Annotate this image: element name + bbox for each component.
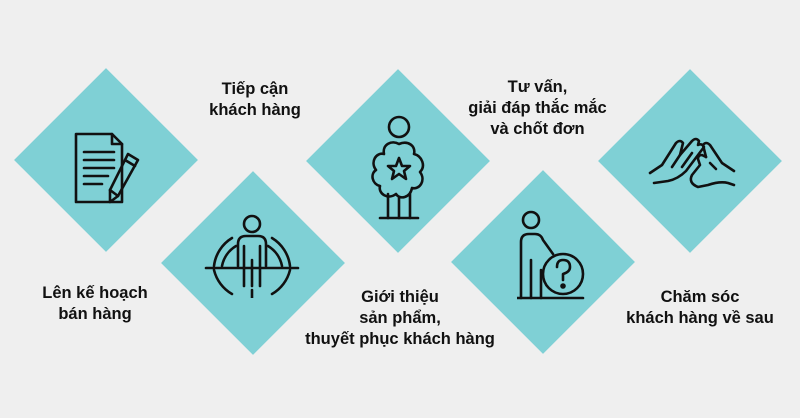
step-5-label-line-1: Chăm sóc: [660, 288, 740, 306]
step-3-label-line-1: Giới thiệu: [361, 288, 439, 306]
target-person-icon: [202, 214, 302, 298]
step-5-label: Chăm sóc khách hàng về sau: [605, 287, 795, 329]
person-star-icon: [366, 114, 432, 220]
step-4-label-line-1: Tư vấn,: [507, 78, 568, 96]
step-4-label-line-3: và chốt đơn: [490, 120, 585, 138]
document-pencil-icon: [72, 130, 144, 208]
step-1-label-line-1: Lên kế hoạch: [42, 284, 148, 302]
hands-care-icon: [648, 135, 736, 195]
step-3-label-line-2: sản phẩm,: [359, 309, 441, 327]
step-4-label-line-2: giải đáp thắc mắc: [468, 99, 607, 117]
step-1-label: Lên kế hoạch bán hàng: [20, 283, 170, 325]
step-2-label-line-2: khách hàng: [209, 101, 301, 119]
step-3-label: Giới thiệu sản phẩm, thuyết phục khách h…: [290, 287, 510, 350]
step-5-label-line-2: khách hàng về sau: [626, 309, 774, 327]
step-3-label-line-3: thuyết phục khách hàng: [305, 330, 495, 348]
step-4-label: Tư vấn, giải đáp thắc mắc và chốt đơn: [445, 77, 630, 140]
step-2-label: Tiếp cận khách hàng: [185, 79, 325, 121]
person-question-icon: [517, 210, 587, 300]
step-1-label-line-2: bán hàng: [58, 305, 132, 323]
step-2-label-line-1: Tiếp cận: [221, 80, 289, 98]
